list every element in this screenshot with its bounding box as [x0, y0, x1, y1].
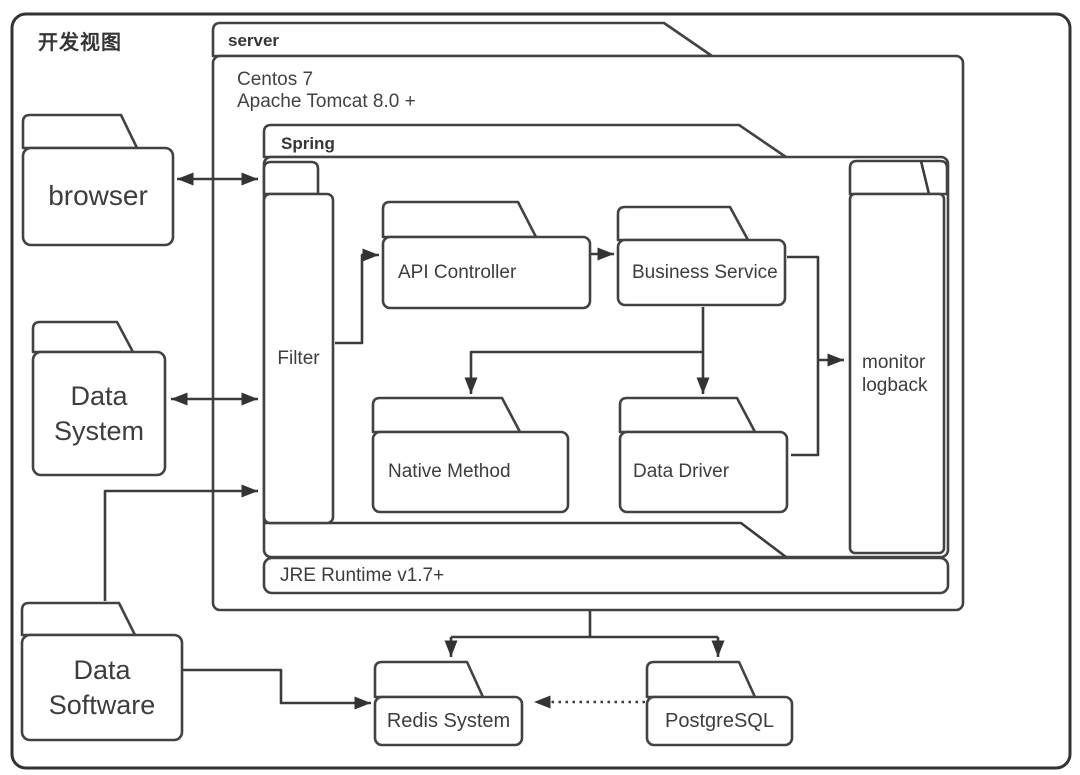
edge-server-databases: [444, 610, 725, 657]
jre-runtime-label: JRE Runtime v1.7+: [280, 564, 445, 586]
server-env-line-1: Centos 7: [237, 69, 314, 90]
data-system-label: Data System: [53, 380, 145, 446]
redis-system-label: Redis System: [386, 709, 511, 732]
edge-data-software-filter: [103, 484, 258, 601]
native-method-node-shape: [371, 396, 570, 514]
edge-data-software-redis: [182, 668, 371, 710]
data-software-label: Data Software: [48, 654, 156, 720]
spring-package-title: Spring: [281, 134, 335, 153]
jre-runtime-shape: [262, 556, 950, 595]
data-driver-node-shape: [618, 396, 789, 514]
browser-node-shape: [21, 113, 175, 247]
business-service-label: Business Service: [632, 261, 778, 283]
spring-package-shape: [262, 123, 950, 559]
monitor-logback-label: monitor logback: [862, 351, 928, 396]
postgresql-node-shape: [645, 660, 794, 747]
server-env-line-2: Apache Tomcat 8.0 +: [237, 91, 416, 112]
data-system-node-shape: [31, 320, 167, 477]
filter-node-shape: [262, 160, 335, 525]
business-service-node-shape: [616, 205, 787, 307]
server-package-title: server: [228, 31, 280, 50]
monitor-node-shape: [848, 159, 949, 555]
api-controller-node-shape: [381, 200, 592, 310]
diagram-title: 开发视图: [38, 32, 122, 54]
edge-filter-api-controller: [335, 248, 379, 345]
api-controller-label: API Controller: [398, 261, 517, 283]
edge-business-native-method: [464, 350, 703, 394]
native-method-label: Native Method: [388, 461, 511, 483]
redis-node-shape: [373, 660, 524, 747]
browser-label: browser: [48, 180, 148, 212]
postgresql-label: PostgreSQL: [665, 709, 774, 732]
data-software-node-shape: [20, 601, 184, 742]
edge-business-datadriver-trunk: [787, 255, 820, 457]
filter-label: Filter: [277, 347, 320, 369]
data-driver-label: Data Driver: [633, 461, 730, 483]
